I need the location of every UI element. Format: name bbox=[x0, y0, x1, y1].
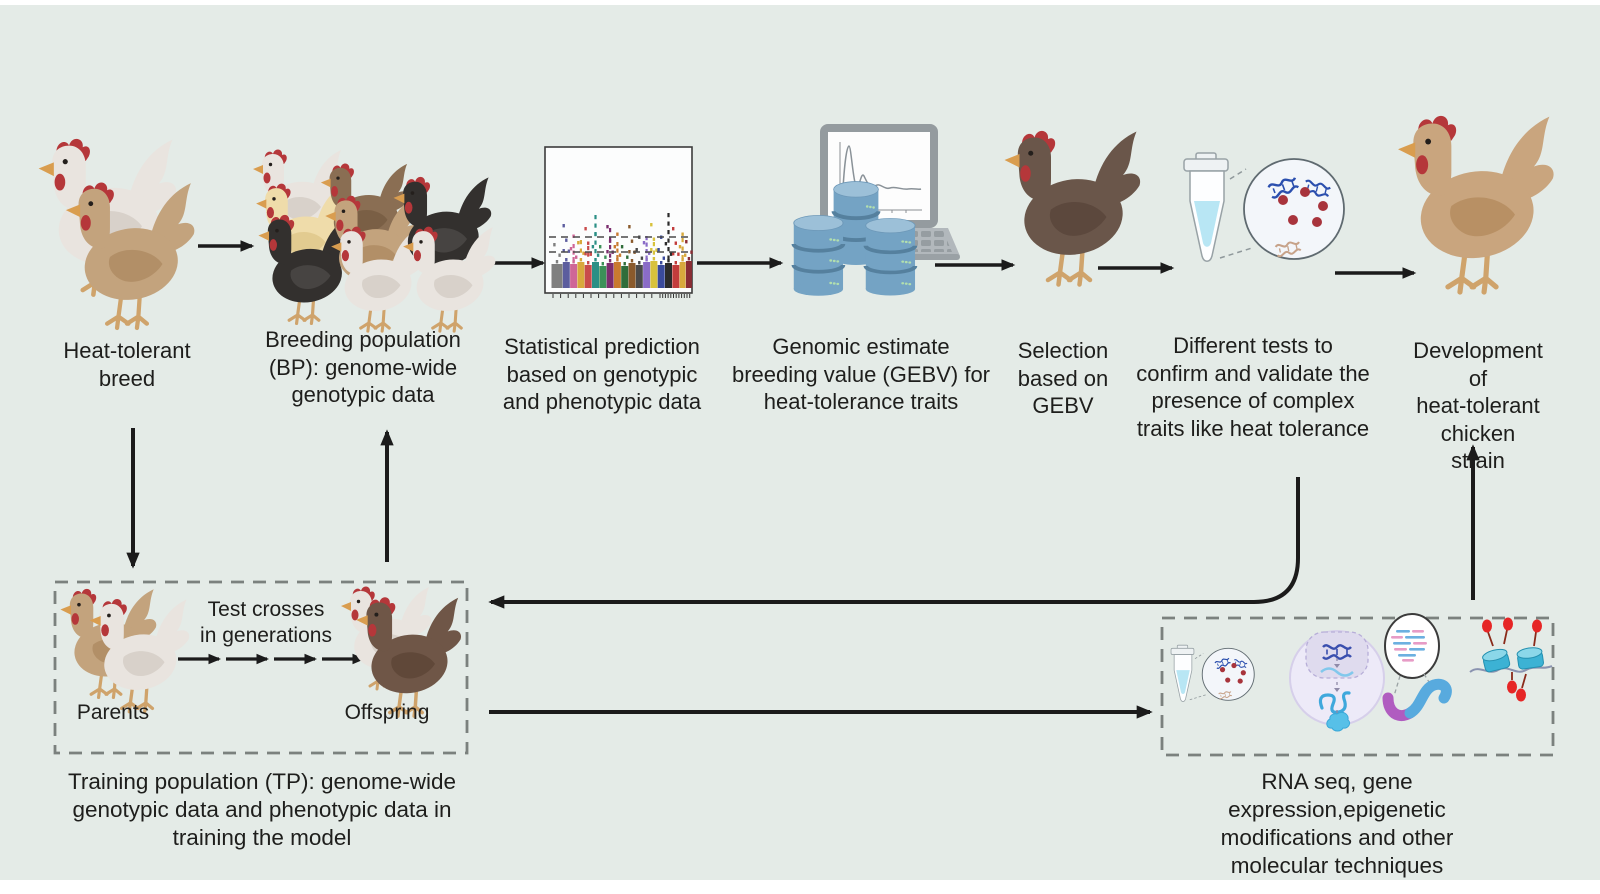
manhattan-plot-icon bbox=[544, 146, 693, 298]
label-selection: Selection based on GEBV bbox=[1017, 338, 1109, 418]
histone-1 bbox=[1482, 648, 1511, 673]
dna-strand-line bbox=[1469, 665, 1553, 673]
reads-circle bbox=[1384, 613, 1440, 679]
pre-mrna-icon bbox=[1320, 667, 1354, 677]
caption-molecular-techniques: RNA seq, gene expression,epigenetic modi… bbox=[1220, 769, 1454, 879]
hen-selection-brown bbox=[1005, 131, 1141, 285]
label-heat-tolerant-breed: Heat-tolerant breed bbox=[63, 338, 191, 391]
label-breeding-population: Breeding population (BP): genome-wide ge… bbox=[265, 327, 461, 407]
methylation-marks bbox=[1482, 617, 1542, 702]
label-statistical-prediction: Statistical prediction based on genotypi… bbox=[502, 334, 702, 414]
gene-expression-cell-icon bbox=[1289, 630, 1385, 732]
mrna-icon bbox=[1318, 691, 1351, 714]
database-cylinder-left bbox=[794, 216, 843, 296]
test-tube-magnifier-icon bbox=[1184, 153, 1344, 261]
training-box-outline bbox=[53, 580, 469, 755]
database-cylinder-right bbox=[866, 218, 915, 295]
label-development: Development of heat-tolerant chicken str… bbox=[1413, 338, 1543, 473]
label-offspring: Offspring bbox=[344, 701, 430, 724]
epigenetics-histone-icon bbox=[1469, 617, 1553, 702]
protein-icon bbox=[1326, 711, 1351, 732]
sequence-reads bbox=[1391, 630, 1427, 662]
rna-ribbon-blue bbox=[1404, 678, 1452, 719]
histone-2 bbox=[1516, 647, 1544, 670]
arrows-layer bbox=[126, 240, 1480, 719]
laptop-database-icon bbox=[794, 124, 960, 296]
hen-development-tan bbox=[1398, 116, 1554, 292]
label-validation-tests: Different tests to confirm and validate … bbox=[1136, 333, 1370, 441]
arrow-tests-to-training bbox=[488, 477, 1300, 609]
label-parents: Parents bbox=[76, 701, 150, 724]
caption-training-population: Training population (TP): genome-wide ge… bbox=[67, 769, 457, 851]
figure-background bbox=[0, 5, 1600, 880]
rna-seq-icon bbox=[1382, 613, 1452, 722]
label-gebv: Genomic estimate breeding value (GEBV) f… bbox=[731, 334, 991, 414]
small-test-tube-icon bbox=[1171, 645, 1254, 701]
label-test-crosses: Test crosses in generations bbox=[200, 598, 332, 648]
